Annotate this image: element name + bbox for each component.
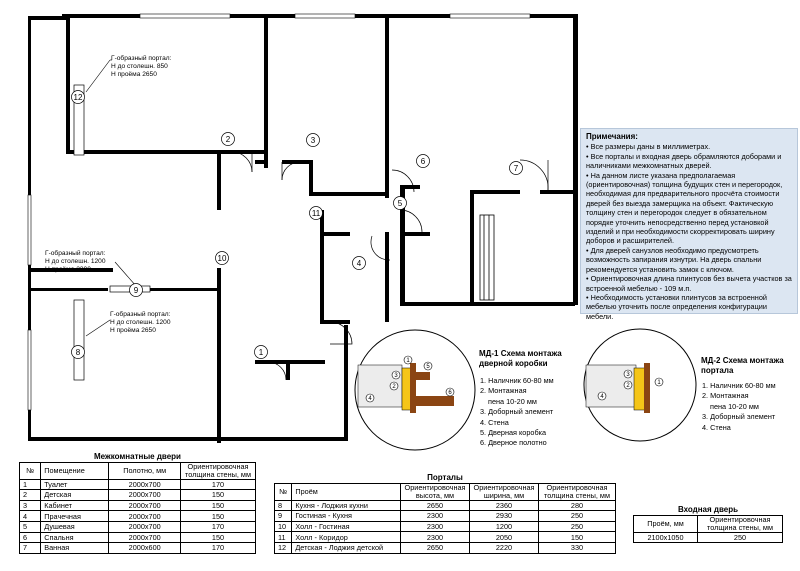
svg-text:4: 4 <box>368 396 372 402</box>
east-wall <box>573 14 578 214</box>
svg-text:3: 3 <box>394 373 398 379</box>
svg-text:6: 6 <box>448 390 452 396</box>
md2-callout-4: 4 <box>597 391 607 401</box>
svg-text:4: 4 <box>600 394 604 400</box>
svg-text:1: 1 <box>259 348 264 357</box>
svg-text:2: 2 <box>626 383 630 389</box>
marker-7: 7 <box>509 161 523 175</box>
svg-text:1: 1 <box>406 358 410 364</box>
note-item: • Для дверей санузлов необходимо предусм… <box>586 245 762 274</box>
svg-text:9: 9 <box>134 286 139 295</box>
md2-callout-1: 1 <box>654 377 664 387</box>
portal-frames <box>73 84 151 381</box>
md1-callout-5: 5 <box>423 361 433 371</box>
svg-text:5: 5 <box>398 199 403 208</box>
svg-text:6: 6 <box>421 157 426 166</box>
svg-text:3: 3 <box>626 372 630 378</box>
svg-text:5: 5 <box>426 364 430 370</box>
svg-text:12: 12 <box>74 93 83 102</box>
portal-annotation-12: Г-образный портал: Н до столешн. 850 Н п… <box>111 55 172 78</box>
plan-markers: 1 2 3 4 5 6 7 8 9 10 11 12 <box>71 90 523 359</box>
note-item: • Все размеры даны в миллиметрах. <box>586 142 711 152</box>
notes-panel: Примечания: • Все размеры даны в миллиме… <box>580 128 798 321</box>
md1-detail: 1 2 3 4 5 6 <box>354 329 476 451</box>
notes-title: Примечания: <box>586 132 638 141</box>
west-upper-wall <box>66 14 70 154</box>
svg-text:3: 3 <box>311 136 316 145</box>
doors-table: Межкомнатные двери № Помещение Полотно, … <box>18 452 256 554</box>
note-item: • Ориентировочная длина плинтусов без вы… <box>586 274 792 293</box>
marker-9: 9 <box>129 283 143 297</box>
portal-annotation-9: Г-образный портал: Н до столешн. 1200 Н … <box>45 250 106 273</box>
marker-2: 2 <box>221 132 235 146</box>
marker-10: 10 <box>215 251 229 265</box>
portal-annotation-8: Г-образный портал: Н до столешн. 1200 Н … <box>110 311 171 334</box>
md2-detail: 1 2 3 4 <box>583 328 697 442</box>
leader-lines <box>85 59 137 337</box>
entrance-table: Входная дверь Проём, мм Ориентировочная … <box>633 505 783 544</box>
md2-callout-2: 2 <box>623 380 633 390</box>
md1-callout-2: 2 <box>389 381 399 391</box>
note-item: • На данном листе указана предполагаемая… <box>586 170 783 246</box>
marker-12: 12 <box>71 90 85 104</box>
door-swings <box>231 151 549 381</box>
md1-callout-4: 4 <box>365 393 375 403</box>
svg-text:10: 10 <box>218 254 227 263</box>
svg-text:4: 4 <box>357 259 362 268</box>
portals-table: Порталы № Проём Ориентировочная высота, … <box>273 473 616 554</box>
marker-8: 8 <box>71 345 85 359</box>
entrance-table-caption: Входная дверь <box>633 505 783 516</box>
svg-text:1: 1 <box>657 380 661 386</box>
svg-text:2: 2 <box>392 384 396 390</box>
md1-callout-3: 3 <box>391 370 401 380</box>
marker-11: 11 <box>309 206 323 220</box>
svg-text:7: 7 <box>514 164 519 173</box>
shaft <box>479 214 495 301</box>
md1-callout-6: 6 <box>445 387 455 397</box>
svg-text:11: 11 <box>312 209 321 218</box>
svg-text:8: 8 <box>76 348 81 357</box>
marker-5: 5 <box>393 196 407 210</box>
md1-callout-1: 1 <box>403 355 413 365</box>
marker-4: 4 <box>352 256 366 270</box>
note-item: • Все порталы и входная дверь обрамляютс… <box>586 151 782 171</box>
marker-3: 3 <box>306 133 320 147</box>
svg-text:2: 2 <box>226 135 231 144</box>
portals-table-caption: Порталы <box>274 473 616 484</box>
md2-callout-3: 3 <box>623 369 633 379</box>
windows <box>27 13 531 411</box>
note-item: • Необходимость установки плинтусов за в… <box>586 292 767 321</box>
marker-6: 6 <box>416 154 430 168</box>
marker-1: 1 <box>254 345 268 359</box>
doors-table-caption: Межкомнатные двери <box>19 452 256 463</box>
south-wall <box>28 437 348 441</box>
